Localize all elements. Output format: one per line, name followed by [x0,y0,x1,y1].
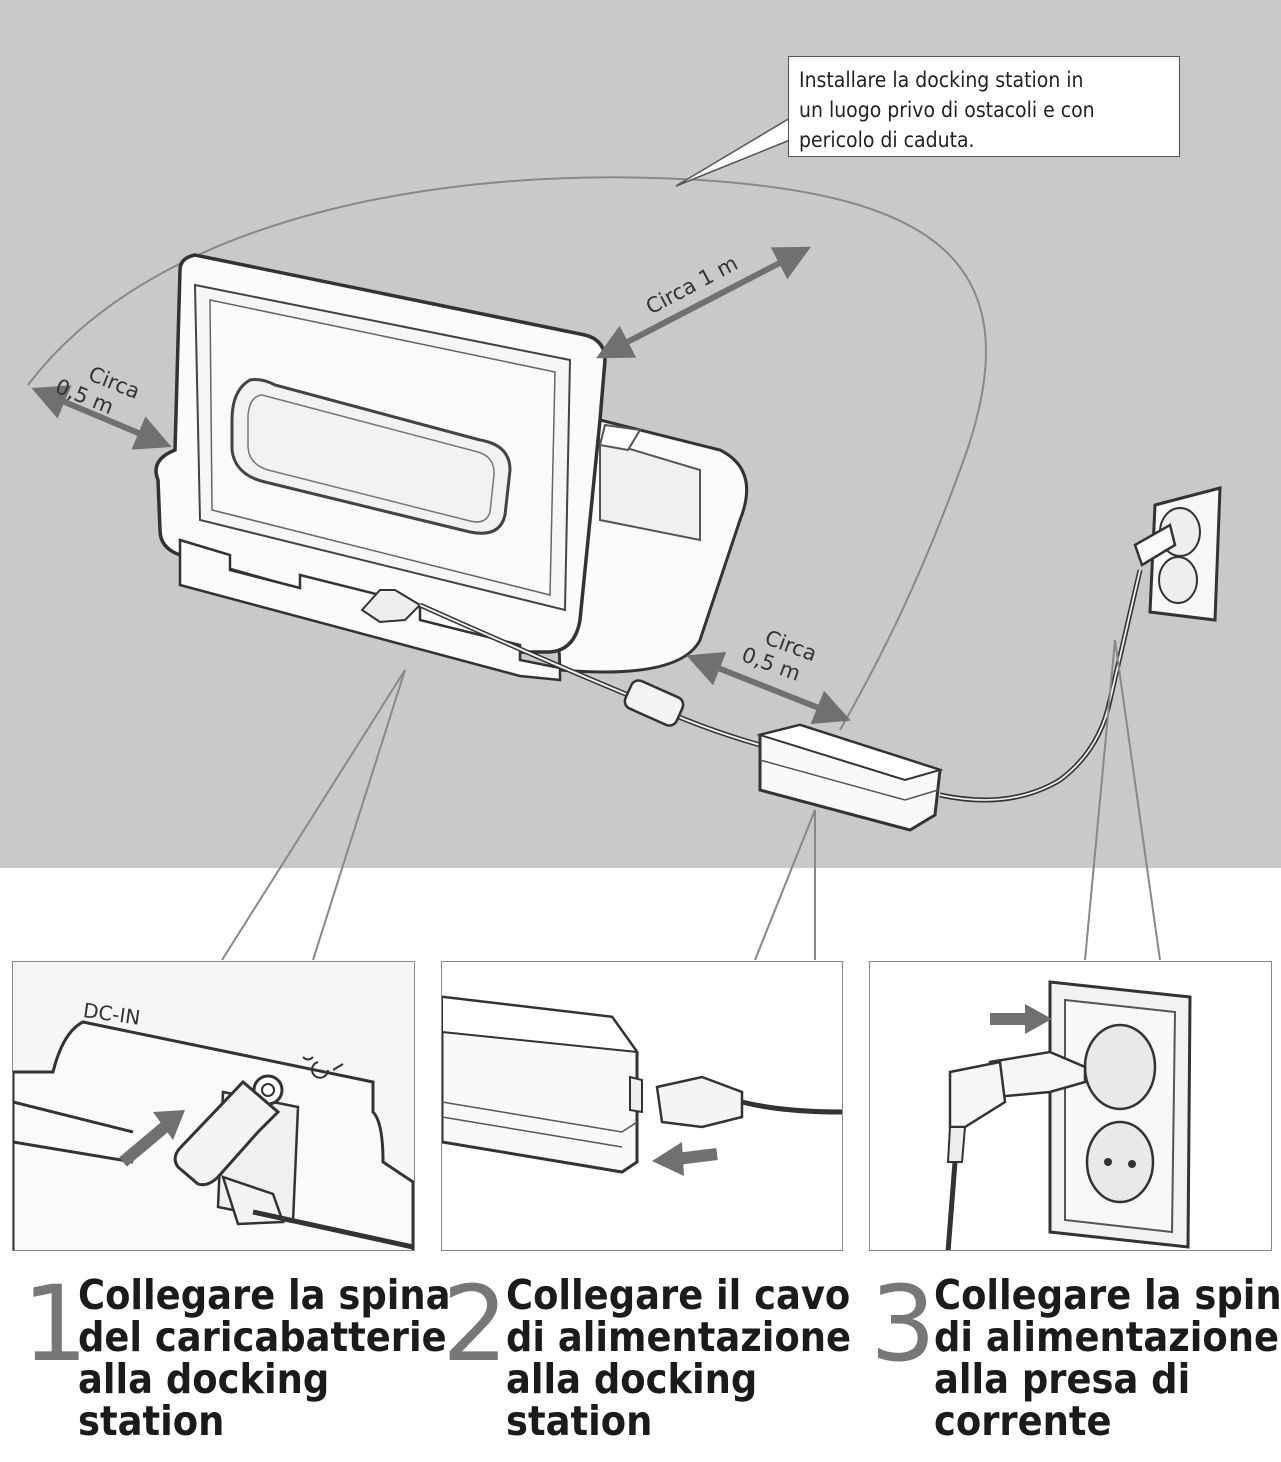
step-2: 2 Collegare il cavo di alimentazione all… [442,1263,851,1452]
callout-line-3: pericolo di caduta. [799,128,975,152]
step-1-line-3: alla docking [78,1355,330,1403]
socket-illustration [945,980,1192,1250]
step-2-text: Collegare il cavo di alimentazione alla … [506,1274,851,1442]
step-3-text: Collegare la spina di alimentazione alla… [934,1274,1281,1442]
step-2-line-1: Collegare il cavo [506,1271,851,1319]
step-1-line-1: Collegare la spina [78,1271,451,1319]
step-1-line-4: station [78,1397,225,1445]
insert-arrow-2 [676,1148,718,1165]
step-3-line-1: Collegare la spina [934,1271,1281,1319]
docking-station [154,253,749,682]
ferrite-core [623,679,685,727]
step-2-line-2: di alimentazione [506,1313,851,1361]
callout-pointer [675,117,791,187]
distance-arrow-right [686,651,851,725]
placement-callout: Installare la docking station in un luog… [788,56,1180,157]
distance-arrow-back [596,246,811,359]
step-3: 3 Collegare la spina di alimentazione al… [870,1263,1281,1452]
zoom-guides [221,639,1161,960]
step-2-line-3: alla docking [506,1355,758,1403]
distance-arrow-left [31,385,172,450]
dc-in-illustration [13,962,414,1250]
step-3-line-3: alla presa di [934,1355,1191,1403]
detail-panel-socket [869,961,1272,1251]
detail-panel-adapter [441,961,843,1251]
step-3-line-4: corrente [934,1397,1112,1445]
wall-socket [1133,486,1222,622]
step-1-text: Collegare la spina del caricabatterie al… [78,1274,451,1442]
step-2-line-4: station [506,1397,653,1445]
callout-line-1: Installare la docking station in [799,68,1084,92]
step-2-number: 2 [442,1263,509,1385]
clearance-arc [27,176,987,731]
adapter-illustration [442,995,842,1176]
step-1: 1 Collegare la spina del caricabatterie … [22,1263,451,1452]
step-1-number: 1 [22,1263,89,1385]
power-adapter [756,723,944,832]
callout-line-2: un luogo privo di ostacoli e con [799,98,1095,122]
step-3-line-2: di alimentazione [934,1313,1279,1361]
step-1-line-2: del caricabatterie [78,1313,447,1361]
detail-panel-dc-in: DC-IN [12,961,415,1251]
step-3-number: 3 [870,1263,937,1385]
